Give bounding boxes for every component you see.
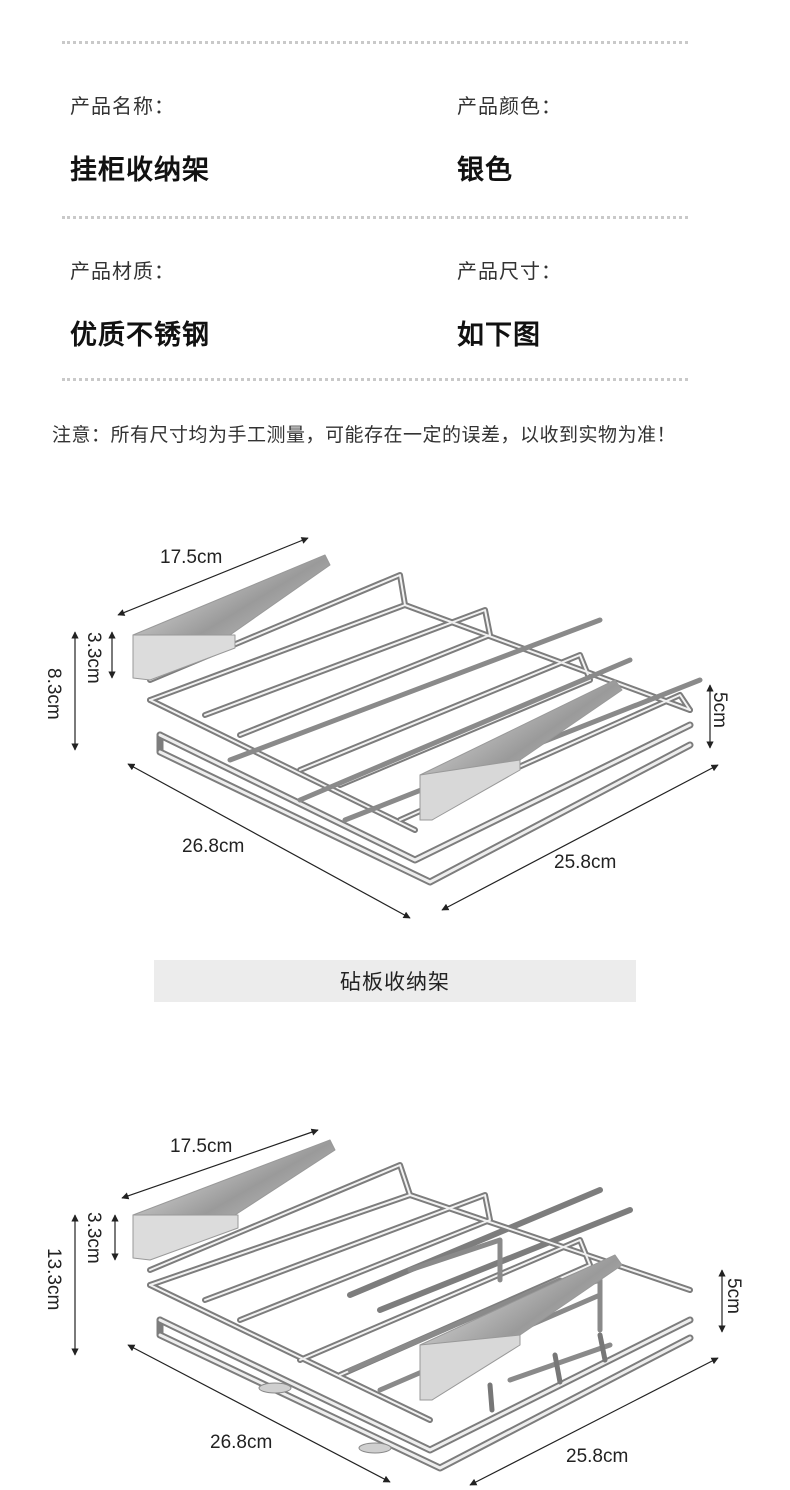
dim-total-height: 8.3cm bbox=[43, 668, 64, 720]
divider bbox=[62, 41, 688, 44]
rack-dimension-diagram-2: 17.5cm 3.3cm 13.3cm 5cm 26.8cm 25.8cm bbox=[43, 1128, 744, 1486]
measurement-note: 注意：所有尺寸均为手工测量，可能存在一定的误差，以收到实物为准！ bbox=[52, 424, 677, 446]
dim-width: 17.5cm bbox=[160, 547, 222, 568]
spec-value-color: 银色 bbox=[457, 155, 513, 186]
rack-illustration bbox=[132, 554, 703, 886]
dim-length: 25.8cm bbox=[554, 852, 616, 873]
dim-right-height: 5cm bbox=[723, 1278, 744, 1314]
product-banner: 砧板收纳架 bbox=[154, 960, 636, 1002]
spec-label-size: 产品尺寸： bbox=[457, 259, 562, 283]
dim-right-height: 5cm bbox=[709, 692, 730, 728]
dim-depth: 26.8cm bbox=[210, 1432, 272, 1453]
spec-label-material: 产品材质： bbox=[70, 259, 175, 283]
spec-value-name: 挂柜收纳架 bbox=[70, 155, 210, 186]
dim-width: 17.5cm bbox=[170, 1136, 232, 1157]
rack-illustration bbox=[132, 1139, 694, 1472]
spec-value-size: 如下图 bbox=[457, 320, 541, 351]
spec-label-name: 产品名称： bbox=[70, 94, 175, 118]
rack-dimension-diagram-1: 17.5cm 3.3cm 8.3cm 5cm 26.8cm 25.8cm bbox=[43, 537, 730, 919]
spec-label-color: 产品颜色： bbox=[457, 94, 562, 118]
spec-value-material: 优质不锈钢 bbox=[70, 320, 210, 351]
divider bbox=[62, 216, 688, 219]
dim-small-height: 3.3cm bbox=[83, 632, 104, 684]
dim-depth: 26.8cm bbox=[182, 836, 244, 857]
divider bbox=[62, 378, 688, 381]
dim-length: 25.8cm bbox=[566, 1446, 628, 1467]
dim-small-height: 3.3cm bbox=[83, 1212, 104, 1264]
dim-total-height: 13.3cm bbox=[43, 1248, 64, 1310]
